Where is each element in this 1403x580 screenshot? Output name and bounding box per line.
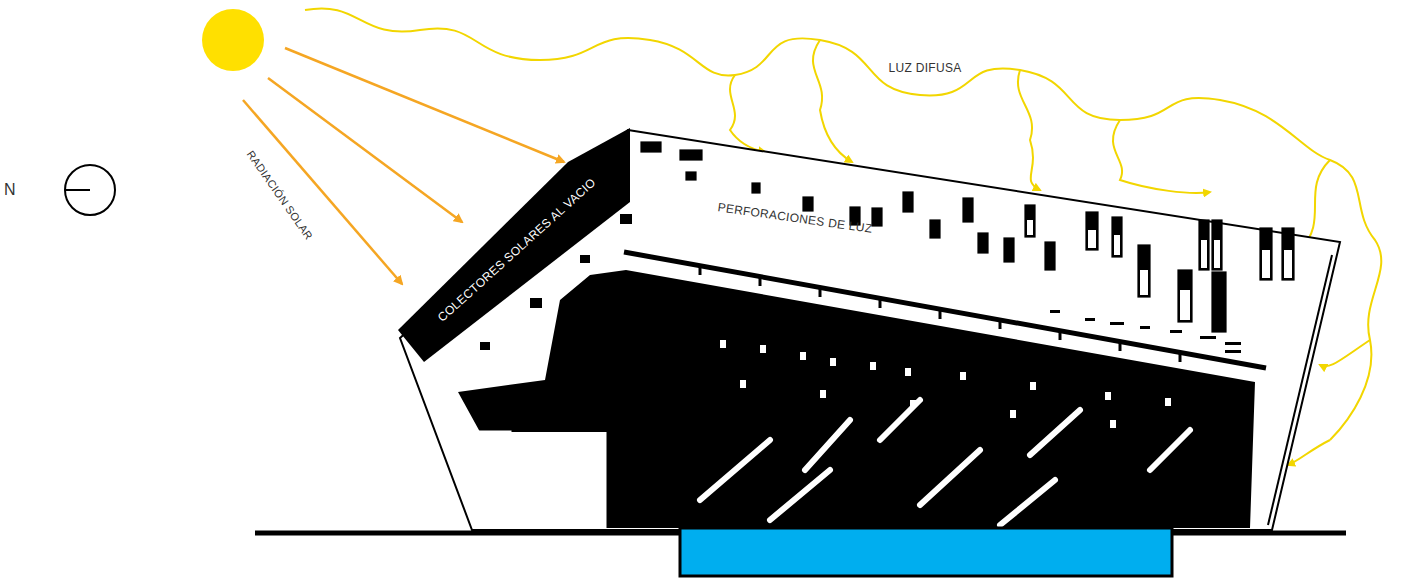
north-symbol — [65, 189, 90, 191]
band-text: COLECTORES SOLARES AL VACIO — [434, 175, 597, 324]
light-beams — [700, 400, 1190, 525]
collector-band: COLECTORES SOLARES AL VACIO — [398, 128, 630, 362]
stairs — [604, 432, 607, 528]
annotation-label: LUZ DIFUSA — [889, 61, 962, 75]
perforation-glass — [1027, 220, 1292, 320]
annotation-label: N — [4, 181, 16, 199]
small-openings — [480, 214, 1241, 353]
annotation-label: RADIACIÓN SOLAR — [245, 148, 316, 242]
band-fill — [398, 128, 630, 362]
interior-mass — [458, 270, 1255, 528]
north-symbol — [65, 165, 115, 215]
pool — [680, 528, 1172, 576]
interior-mass — [640, 290, 700, 330]
facade-line — [1268, 255, 1332, 525]
stairs — [470, 432, 605, 472]
light-dots — [720, 340, 1171, 428]
roof-perforations — [641, 142, 1294, 332]
sun — [202, 9, 264, 71]
